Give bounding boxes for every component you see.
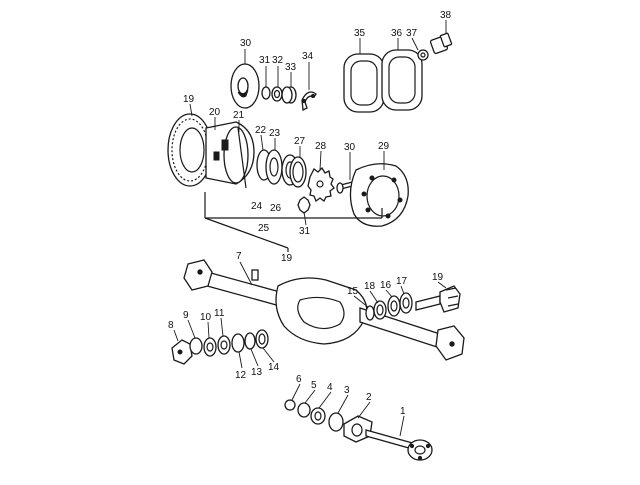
part-3-seal: [328, 412, 344, 432]
callout-37: 35: [354, 28, 366, 39]
callout-27: 27: [294, 136, 306, 147]
part-19-drive-pinion: [415, 285, 461, 313]
callout-29: 31: [299, 226, 311, 237]
part-11-seal: [217, 335, 231, 355]
part-32-side-disc: [230, 63, 260, 109]
part-33-bearing: [261, 86, 271, 100]
callout-40: 38: [440, 10, 452, 21]
part-15-shim: [365, 305, 375, 321]
callout-8: 8: [168, 320, 174, 331]
part-9-nut: [189, 337, 203, 355]
part-21-diff-case: [205, 121, 255, 185]
part-37-gasket: [343, 53, 385, 113]
callout-31: 29: [378, 141, 390, 152]
group-bracket-20: [204, 192, 383, 252]
part-14-bearing-cup: [255, 329, 269, 349]
part-8-yoke: [171, 339, 193, 365]
part-1-axle-shaft: [365, 429, 433, 461]
callout-10: 10: [200, 312, 212, 323]
part-24-side-gear: [265, 149, 283, 185]
callout-28: 28: [315, 141, 327, 152]
callout-12: 12: [235, 370, 247, 381]
part-13-spacer: [244, 332, 256, 350]
callout-18: 18: [364, 281, 376, 292]
callout-24-upper: 23: [269, 128, 281, 139]
part-39-washer: [417, 49, 429, 61]
part-16-bearing: [387, 295, 401, 317]
callout-35: 33: [285, 62, 297, 73]
callout-26: 26: [270, 203, 282, 214]
part-6-retainer-ring: [284, 399, 296, 411]
callouts: 30 31 32 33 34 35 36 37 38 19 20 21 22 2…: [168, 10, 452, 417]
callout-2: 2: [366, 392, 372, 403]
callout-13: 13: [251, 367, 263, 378]
callout-1: 1: [400, 406, 406, 417]
callout-9: 9: [183, 310, 189, 321]
part-27-bearing-cup: [289, 156, 307, 188]
callout-6: 6: [296, 374, 302, 385]
callout-39: 37: [406, 28, 418, 39]
part-10-washer: [203, 337, 217, 357]
part-38-cover-gasket: [381, 49, 423, 111]
callout-7: 7: [236, 251, 242, 262]
callout-32: 30: [240, 38, 252, 49]
callout-19-lower: 19: [432, 272, 444, 283]
callout-36: 34: [302, 51, 314, 62]
callout-4: 4: [327, 382, 333, 393]
part-17-bearing: [399, 292, 413, 314]
leader-lines: [173, 20, 447, 437]
callout-14: 14: [268, 362, 280, 373]
callout-19-upper: 19: [183, 94, 195, 105]
part-2-retainer-plate: [343, 415, 373, 443]
part-28-pinion-gear: [307, 166, 335, 203]
part-34-bearing-race: [271, 86, 283, 102]
callout-30: 30: [344, 142, 356, 153]
callout-20: 19: [281, 253, 293, 264]
callout-5: 5: [311, 380, 317, 391]
callout-21: 20: [209, 107, 221, 118]
callout-24-lower: 24: [251, 201, 263, 212]
callout-25: 25: [258, 223, 270, 234]
part-12-bearing: [231, 333, 245, 353]
callout-23: 22: [255, 125, 267, 136]
part-5-bearing: [297, 402, 311, 418]
callout-11: 11: [214, 308, 225, 319]
callout-15: 15: [347, 286, 359, 297]
callout-16: 16: [380, 280, 392, 291]
callout-38: 36: [391, 28, 403, 39]
part-35-bearing-cup: [281, 86, 297, 104]
part-31-carrier-housing: [349, 163, 409, 227]
part-22-pinion-shaft: [237, 127, 247, 189]
part-40-fill-plug: [429, 32, 453, 55]
part-4-bearing: [310, 407, 326, 425]
callout-17: 17: [396, 276, 408, 287]
part-36-bearing-cap: [301, 91, 317, 112]
part-29-spider-gear: [297, 196, 311, 214]
callout-34: 32: [272, 55, 284, 66]
callout-22: 21: [233, 110, 245, 121]
callout-3: 3: [344, 385, 350, 396]
part-18-bearing-cup: [373, 300, 387, 320]
callout-33: 31: [259, 55, 271, 66]
